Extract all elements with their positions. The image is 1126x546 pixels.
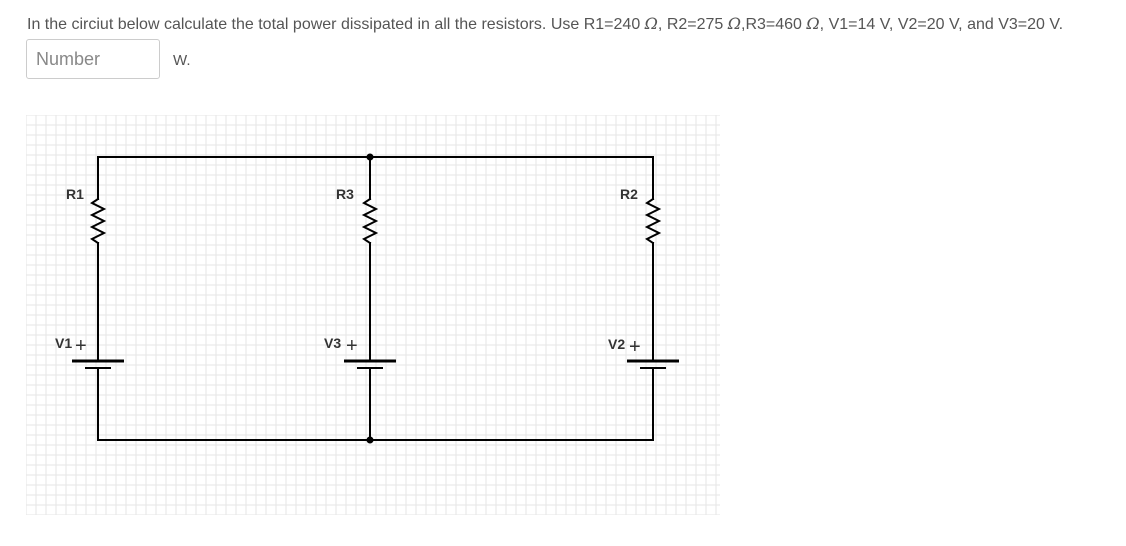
junction-dot-top <box>366 153 374 161</box>
label-v1: V1 <box>55 335 72 351</box>
question-text-part-1: In the circiut below calculate the total… <box>27 16 645 33</box>
label-r1: R1 <box>66 186 84 202</box>
question-text: In the circiut below calculate the total… <box>27 14 1063 34</box>
question-text-part-4: , V1=14 V, V2=20 V, and V3=20 V. <box>819 16 1064 33</box>
answer-input[interactable] <box>26 39 160 79</box>
label-r3: R3 <box>336 186 354 202</box>
label-v3: V3 <box>324 335 341 351</box>
question-text-part-3: ,R3=460 <box>741 16 807 33</box>
junction-dot-bottom <box>366 436 374 444</box>
ohm-symbol: Ω <box>806 14 820 33</box>
label-r2: R2 <box>620 186 638 202</box>
grid-background <box>26 115 720 515</box>
plus-sign-v2: + <box>629 336 641 358</box>
circuit-wires <box>85 156 666 441</box>
question-text-part-2: , R2=275 <box>657 16 728 33</box>
circuit-diagram: R1 R3 R2 V1 V3 V2 + + + <box>26 115 720 515</box>
label-v2: V2 <box>608 336 625 352</box>
ohm-symbol: Ω <box>644 14 658 33</box>
plus-sign-v3: + <box>346 335 358 357</box>
unit-label: W. <box>173 52 191 69</box>
plus-sign-v1: + <box>75 335 87 357</box>
ohm-symbol: Ω <box>727 14 742 33</box>
